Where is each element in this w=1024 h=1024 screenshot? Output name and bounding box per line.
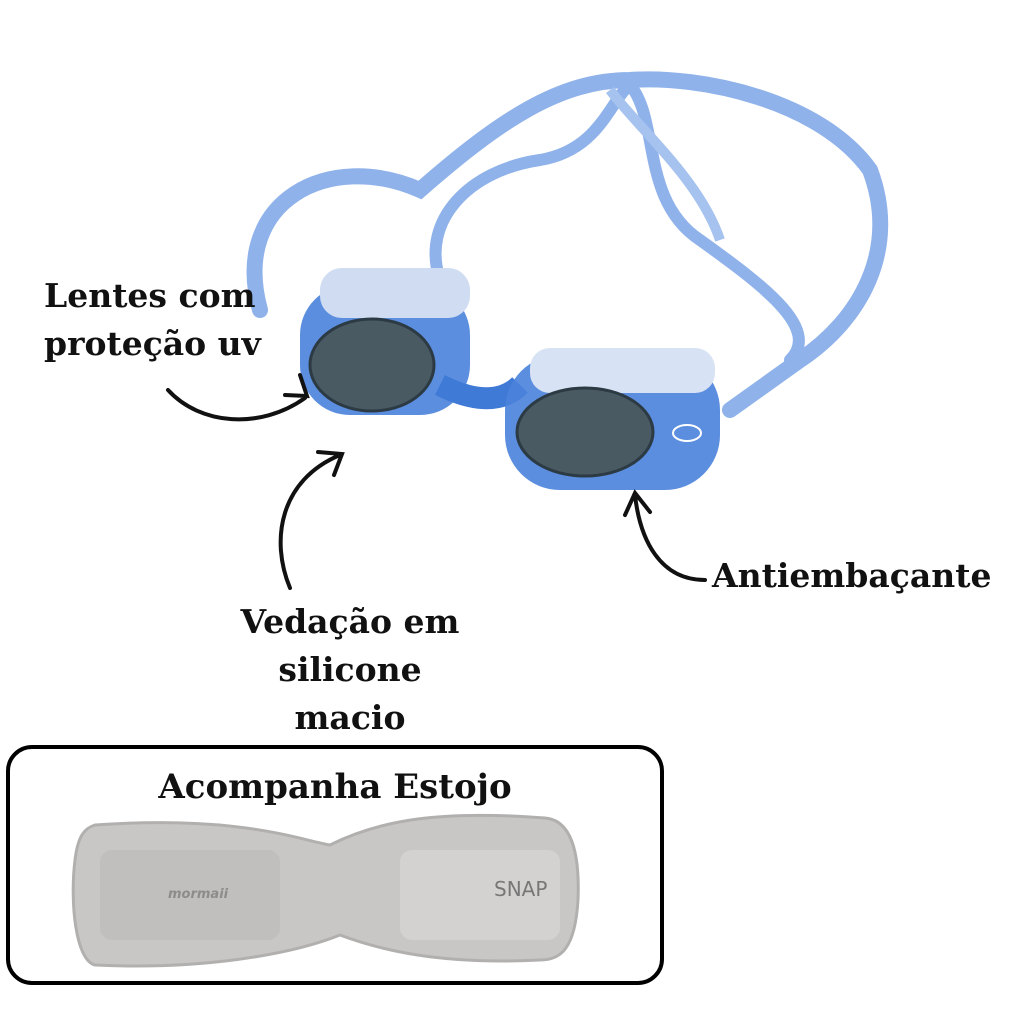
case-box-title: Acompanha Estojo xyxy=(158,767,512,807)
left-lens xyxy=(308,317,436,413)
label-line: silicone macio xyxy=(278,650,422,737)
arrow-antifog-icon xyxy=(623,489,707,582)
case-model-text: SNAP xyxy=(494,877,548,901)
label-line: Lentes com xyxy=(44,276,256,315)
arrow-lenses-icon xyxy=(166,373,310,422)
label-line: Vedação em xyxy=(240,602,460,641)
case-brand-text: mormaii xyxy=(168,887,229,902)
case-box: Acompanha Estojo mormaii SNAP xyxy=(6,745,664,985)
label-line: proteção uv xyxy=(44,324,261,363)
label-silicone-seal: Vedação em silicone macio xyxy=(230,598,470,742)
label-uv-lenses: Lentes com proteção uv xyxy=(44,272,261,368)
label-antifog: Antiembaçante xyxy=(712,556,992,595)
goggle-case-image xyxy=(71,813,580,968)
right-lens xyxy=(515,386,655,478)
arrow-seal-icon xyxy=(278,450,345,590)
brand-logo-icon xyxy=(672,424,702,442)
